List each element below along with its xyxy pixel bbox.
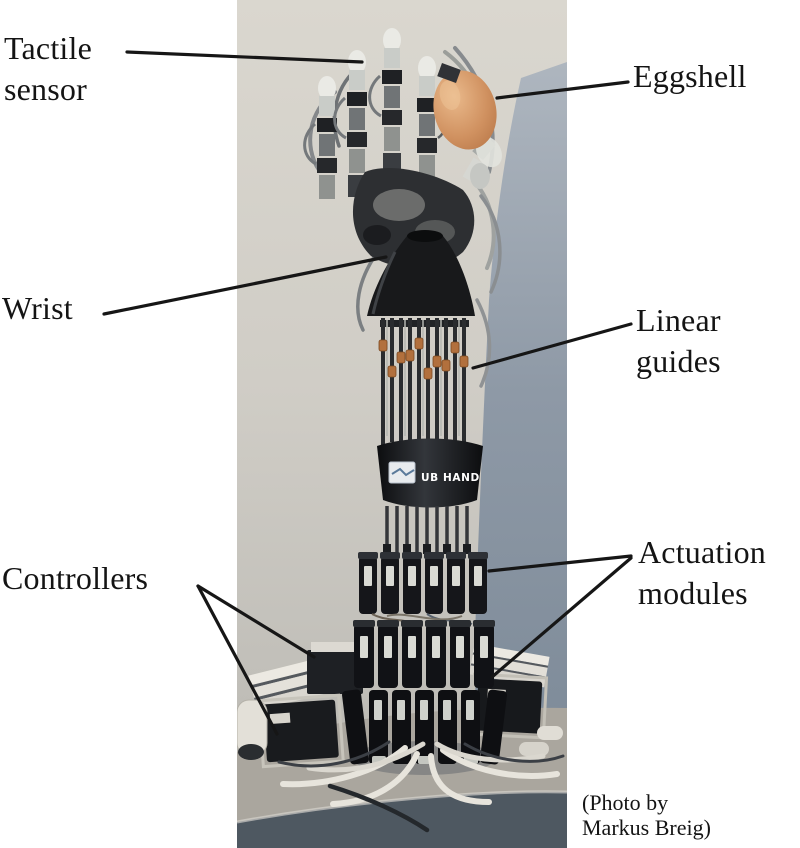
label-actuation-modules: Actuation modules	[638, 532, 766, 614]
label-line: Controllers	[2, 560, 149, 596]
lower-rods	[383, 506, 471, 554]
label-line: Eggshell	[633, 58, 747, 94]
label-line: Wrist	[2, 290, 73, 326]
ub-hand-band: UB HAND	[377, 438, 483, 508]
linear-guide-rods	[378, 318, 469, 448]
photo-credit: (Photo by Markus Breig)	[582, 790, 711, 840]
robot-photo-art: UB HAND	[236, 0, 568, 848]
actuation-row-2	[353, 620, 495, 688]
label-line: Linear	[636, 302, 721, 338]
label-line: modules	[638, 575, 748, 611]
ub-hand-band-label: UB HAND	[421, 472, 480, 484]
label-wrist: Wrist	[2, 288, 73, 329]
finger-egg-contact	[437, 63, 461, 83]
robot-photo: UB HAND	[236, 0, 568, 848]
base-cable-fan	[277, 740, 565, 833]
label-linear-guides: Linear guides	[636, 300, 721, 382]
label-eggshell: Eggshell	[633, 56, 747, 97]
eggshell-object	[433, 70, 497, 150]
label-line: guides	[636, 343, 721, 379]
label-controllers: Controllers	[2, 558, 148, 599]
copper-rings	[378, 337, 469, 380]
actuation-row-1	[358, 552, 488, 614]
label-line: Tactile	[4, 30, 92, 66]
label-line: sensor	[4, 71, 87, 107]
credit-line: (Photo by	[582, 790, 669, 815]
label-tactile-sensor: Tactile sensor	[4, 28, 92, 110]
label-line: Actuation	[638, 534, 766, 570]
credit-line: Markus Breig)	[582, 815, 711, 840]
